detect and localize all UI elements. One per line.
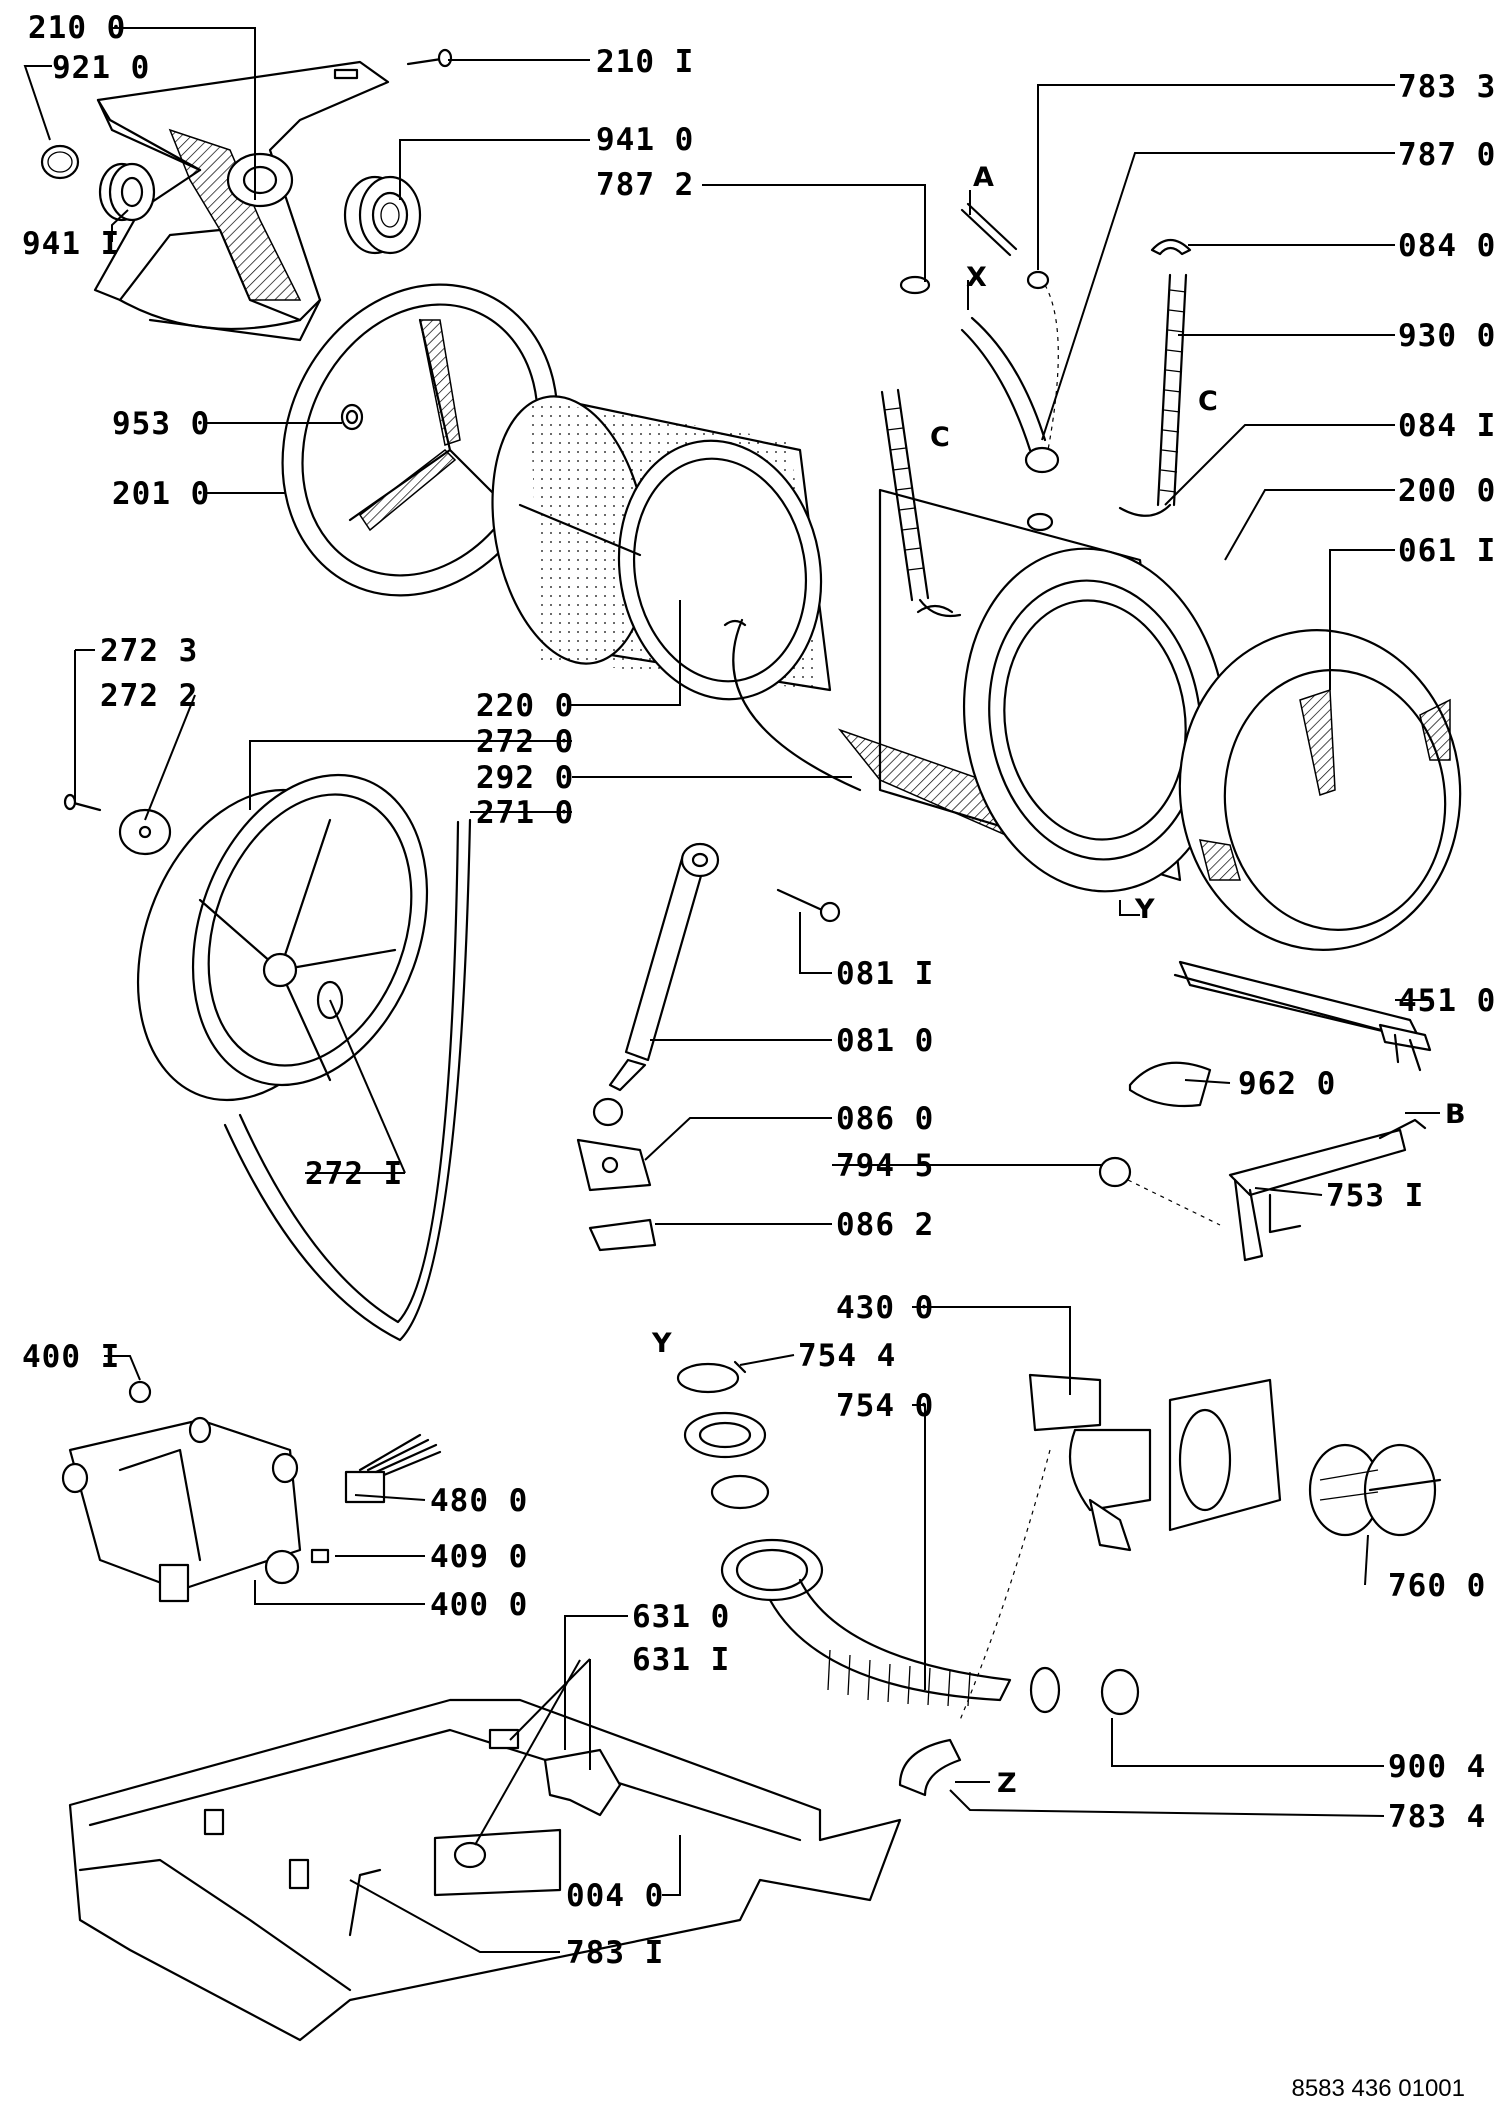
callout-941-0: 941 0 <box>596 122 694 158</box>
sump-clamp-part <box>676 1360 747 1394</box>
callout-084-1: 084 I <box>1398 408 1496 444</box>
marker-c-left: C <box>930 422 950 453</box>
callout-753-1: 753 I <box>1326 1178 1424 1214</box>
callout-272-3: 272 3 <box>100 633 198 669</box>
sump-seal-part <box>683 1411 770 1510</box>
marker-x: X <box>966 262 987 293</box>
marker-z: Z <box>997 1768 1017 1799</box>
marker-y-sump: Y <box>651 1328 672 1359</box>
callout-941-1: 941 I <box>22 226 120 262</box>
callout-081-0: 081 0 <box>836 1023 934 1059</box>
drum-part <box>491 395 832 701</box>
callout-labels: 210 0 921 0 941 I 210 I 941 0 787 2 783 … <box>22 10 1496 1971</box>
suspension-spring-right-part <box>1118 273 1188 517</box>
motor-part <box>61 1416 302 1603</box>
callout-783-3: 783 3 <box>1398 69 1496 105</box>
callout-220-0: 220 0 <box>476 688 574 724</box>
callout-409-0: 409 0 <box>430 1539 528 1575</box>
ring-clamp-part <box>899 275 931 295</box>
marker-b: B <box>1445 1099 1466 1130</box>
screw-part <box>406 48 453 68</box>
carbon-brush-part <box>310 1548 330 1564</box>
mount-clip-part <box>588 1218 657 1252</box>
suspension-spring-left-part <box>880 388 954 614</box>
heater-cap-part <box>1128 1061 1212 1108</box>
callout-201-0: 201 0 <box>112 476 210 512</box>
pulley-washer-part <box>118 808 172 856</box>
callout-754-4: 754 4 <box>798 1338 896 1374</box>
hose-ring-clamp-part <box>1100 1668 1140 1716</box>
large-bearing-part <box>343 175 422 255</box>
callout-271-0: 271 0 <box>476 795 574 831</box>
callout-061-1: 061 I <box>1398 533 1496 569</box>
marker-y-tub: Y <box>1134 894 1155 925</box>
front-tub-ring-part <box>1178 629 1462 951</box>
outer-tub-part <box>837 488 1228 893</box>
rod-part <box>960 202 1018 257</box>
callout-631-0: 631 0 <box>632 1599 730 1635</box>
callout-787-2: 787 2 <box>596 167 694 203</box>
circlip-part <box>40 144 80 180</box>
document-number: 8583 436 01001 <box>1291 2075 1465 2102</box>
callout-754-0: 754 0 <box>836 1388 934 1424</box>
callout-400-0: 400 0 <box>430 1587 528 1623</box>
callout-631-1: 631 I <box>632 1642 730 1678</box>
marker-a: A <box>973 162 994 193</box>
callout-084-0: 084 0 <box>1398 228 1496 264</box>
callout-272-2: 272 2 <box>100 678 198 714</box>
callout-783-4: 783 4 <box>1388 1799 1486 1835</box>
drive-belt-part <box>223 818 472 1342</box>
callout-272-1: 272 I <box>305 1156 403 1192</box>
shock-mount-part <box>576 1138 652 1192</box>
callout-400-1: 400 I <box>22 1339 120 1375</box>
callout-794-5: 794 5 <box>836 1148 934 1184</box>
shock-bolt-part <box>776 888 841 923</box>
callout-292-0: 292 0 <box>476 760 574 796</box>
shock-absorber-part <box>592 842 720 1127</box>
temperature-sensor-part <box>1098 1156 1221 1226</box>
callout-783-1: 783 I <box>566 1935 664 1971</box>
callout-480-0: 480 0 <box>430 1483 528 1519</box>
leader-lines <box>23 27 1440 1953</box>
heating-element-part <box>1173 960 1432 1072</box>
callout-430-0: 430 0 <box>836 1290 934 1326</box>
frame-clip-part <box>488 1728 622 1817</box>
pump-filter-part <box>1308 1443 1442 1537</box>
callout-086-0: 086 0 <box>836 1101 934 1137</box>
base-frame-part <box>68 1698 902 2042</box>
reference-markers: A X C C Y Y B Z <box>651 162 1466 1799</box>
marker-c-right: C <box>1198 386 1218 417</box>
sump-hose-part <box>720 1449 1061 1721</box>
callout-210-1: 210 I <box>596 44 694 80</box>
motor-bushing-part <box>128 1380 152 1404</box>
motor-connector-part <box>344 1433 442 1504</box>
callout-921-0: 921 0 <box>52 50 150 86</box>
callout-086-2: 086 2 <box>836 1207 934 1243</box>
drain-pump-part <box>1028 1373 1282 1552</box>
callout-930-0: 930 0 <box>1398 318 1496 354</box>
pulley-bolt-part <box>63 793 102 812</box>
small-bearing-part <box>98 162 156 222</box>
callout-272-0: 272 0 <box>476 724 574 760</box>
callout-787-0: 787 0 <box>1398 137 1496 173</box>
callout-962-0: 962 0 <box>1238 1066 1336 1102</box>
hose-clamp-part <box>1026 270 1059 451</box>
drum-pulley-part <box>136 773 429 1102</box>
callout-210-0: 210 0 <box>28 10 126 46</box>
drain-elbow-part <box>898 1738 962 1797</box>
callout-900-4: 900 4 <box>1388 1749 1486 1785</box>
callout-953-0: 953 0 <box>112 406 210 442</box>
callout-004-0: 004 0 <box>566 1878 664 1914</box>
callout-760-0: 760 0 <box>1388 1568 1486 1604</box>
breather-hose-part <box>960 316 1060 474</box>
callout-081-1: 081 I <box>836 956 934 992</box>
callout-451-0: 451 0 <box>1398 983 1496 1019</box>
drum-spider-part <box>93 60 390 342</box>
spring-clip-part <box>1150 238 1192 256</box>
seal-wire-part <box>723 618 862 792</box>
wiring-bracket-part <box>1228 1118 1427 1262</box>
callout-200-0: 200 0 <box>1398 473 1496 509</box>
